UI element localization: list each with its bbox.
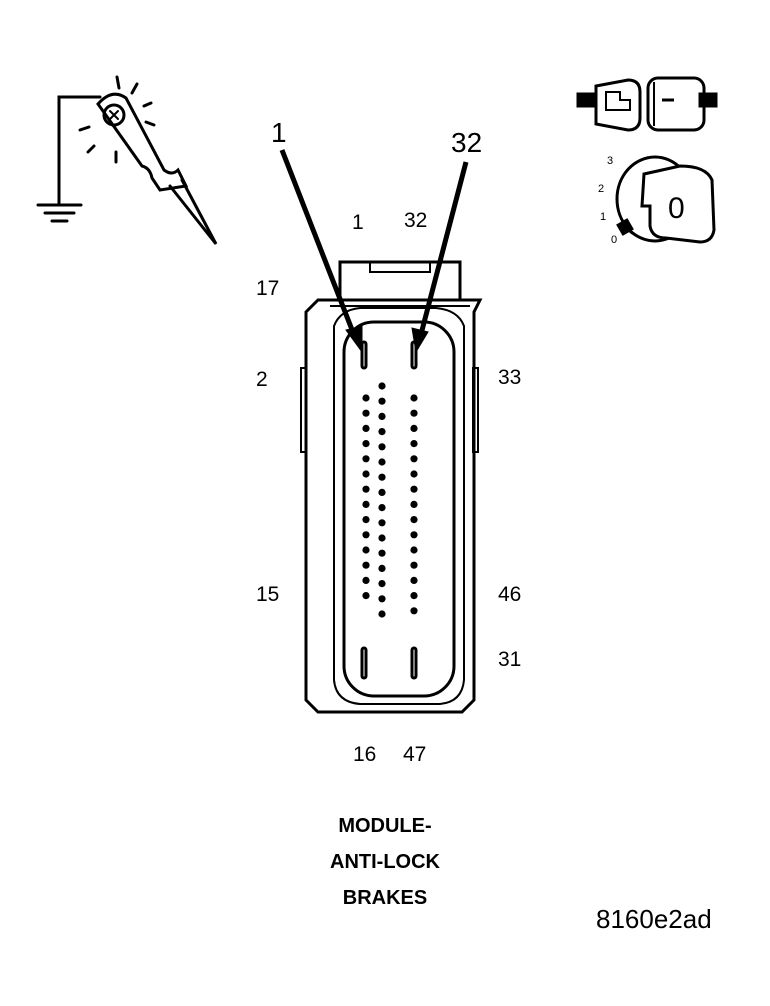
ignition-position-1: 1 [600,211,607,223]
pin-cavity [410,516,418,524]
pin-cavity [378,580,386,588]
pin-label-47: 47 [403,743,427,766]
pin-cavity [410,470,418,478]
pin-cavity [378,412,386,420]
pin-cavity [410,455,418,463]
connector-housing [300,260,483,714]
pin-cavity [378,443,386,451]
pin-cavity [378,610,386,618]
pin-label-15: 15 [256,583,280,606]
pin-cavity [362,592,370,600]
arrow-pin-1 [279,149,359,341]
pin-cavity [362,546,370,554]
terminal-slots [360,340,418,680]
pin-cavity [378,473,386,481]
pin-cavity [410,485,418,493]
ignition-key-icon [615,155,716,244]
pin-cavity [362,440,370,448]
pin-cavity [378,595,386,603]
pin-cavity [362,485,370,493]
pin-cavity [362,531,370,539]
pin-cavity [410,607,418,615]
pin-cavity [410,500,418,508]
pin-cavity [410,561,418,569]
pin-label-16: 16 [353,743,377,766]
pin-label-31: 31 [498,648,522,671]
pin-cavity [378,504,386,512]
terminal-slot-16 [360,646,368,680]
terminal-slot-47 [410,646,418,680]
disconnected-connector-icon [576,76,718,132]
ignition-key-label: 0 [668,192,685,225]
pin-cavity [378,549,386,557]
pin-cavity [410,592,418,600]
ignition-position-2: 2 [598,183,605,195]
pin-label-2: 2 [256,368,268,391]
test-light-icon [57,75,218,245]
pin-cavity [378,428,386,436]
pin-cavity [362,455,370,463]
pin-cavity [362,500,370,508]
pin-cavity [410,440,418,448]
pin-cavity [410,576,418,585]
pin-label-33: 33 [498,366,522,389]
pin-cavity [362,470,370,478]
pin-cavity [410,394,418,402]
pin-label-17: 17 [256,277,280,300]
title-line-1: MODULE- [338,815,432,837]
pin-label-46: 46 [498,583,522,606]
pin-cavity [378,488,386,496]
pointer-arrows [279,149,469,354]
pin-cavity [410,424,418,432]
arrow-pin-32 [417,161,469,339]
figure-id: 8160e2ad [596,904,712,934]
arrow-label-32: 32 [451,127,483,158]
ignition-position-0: 0 [611,234,618,246]
pin-cavities [362,382,418,618]
pin-cavity [378,519,386,527]
pin-cavity [378,458,386,466]
pin-cavity [362,516,370,524]
terminal-slot-1 [360,340,368,370]
title-line-3: BRAKES [342,887,428,909]
pin-cavity [362,409,370,417]
pin-cavity [362,561,370,569]
pin-cavity [410,546,418,554]
pin-cavity [362,394,370,402]
title-line-2: ANTI-LOCK [330,851,440,873]
pin-cavity [378,382,386,390]
pin-cavity [410,409,418,417]
pin-label-32: 32 [404,209,428,232]
pin-cavity [378,534,386,542]
ground-symbol-icon [36,203,83,223]
pin-label-1: 1 [352,211,364,234]
ignition-position-3: 3 [607,155,614,167]
pin-cavity [362,424,370,432]
pin-cavity [378,564,386,573]
pin-cavity [378,397,386,405]
pin-cavity [362,576,370,585]
arrow-label-1: 1 [271,117,287,148]
pin-cavity [410,531,418,539]
